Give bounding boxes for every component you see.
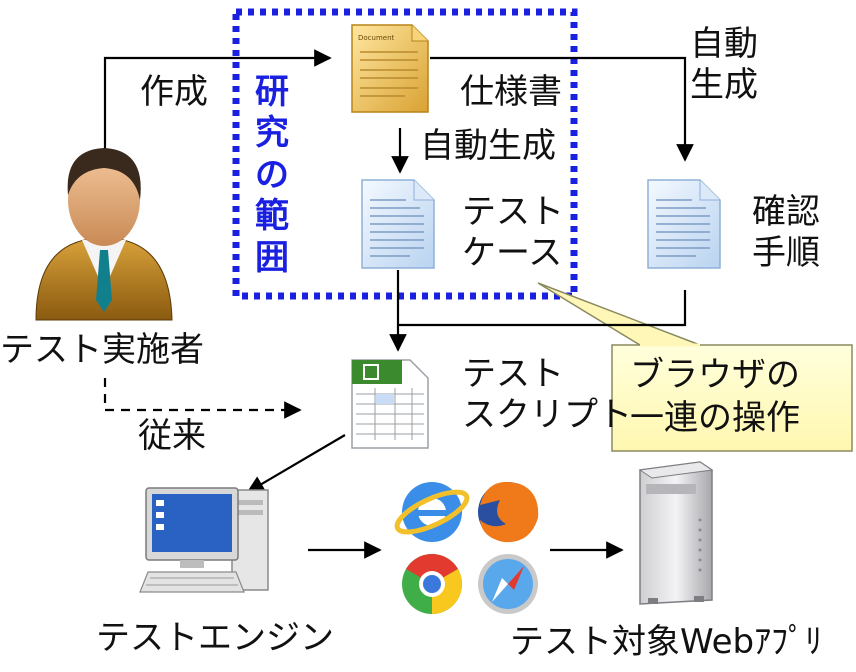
target-app-label: テスト対象Webｱﾌﾟﾘ (510, 622, 823, 662)
test-engine-label: テストエンジン (96, 618, 334, 658)
internet-explorer-icon (394, 482, 470, 542)
spreadsheet-icon (351, 359, 429, 449)
arrow-create (103, 49, 332, 155)
arrow-conventional (103, 378, 302, 419)
safari-icon (478, 554, 538, 614)
computer-icon (139, 487, 269, 593)
auto-gen-right-label: 自動 生成 (690, 24, 758, 105)
text-file-icon-2 (647, 179, 721, 269)
line-confirm-to-script (398, 290, 687, 327)
svg-text:Document: Document (358, 34, 395, 42)
research-scope-label: 研 究 の 範 囲 (255, 72, 289, 278)
tester-label: テスト実施者 (0, 330, 204, 370)
scope-frame (232, 8, 578, 300)
conventional-label: 従来 (138, 416, 206, 456)
create-label: 作成 (140, 72, 208, 112)
callout-text: ブラウザの 一連の操作 (630, 355, 800, 438)
document-icon: Document (351, 24, 429, 113)
firefox-icon (478, 481, 539, 543)
test-script-label: テスト スクリプト (462, 354, 632, 435)
test-case-label: テスト ケース (462, 192, 564, 273)
chrome-icon (402, 553, 463, 614)
spec-label: 仕様書 (460, 72, 562, 112)
server-icon (638, 461, 714, 605)
confirm-procedure-label: 確認 手順 (752, 192, 820, 273)
callout-shape (537, 282, 853, 452)
auto-gen-label: 自動生成 (420, 126, 556, 166)
connectors (103, 49, 694, 559)
arrow-auto-right (430, 56, 694, 162)
text-file-icon (361, 179, 435, 269)
person-icon (35, 148, 173, 321)
arrow-script-to-engine (246, 434, 346, 493)
